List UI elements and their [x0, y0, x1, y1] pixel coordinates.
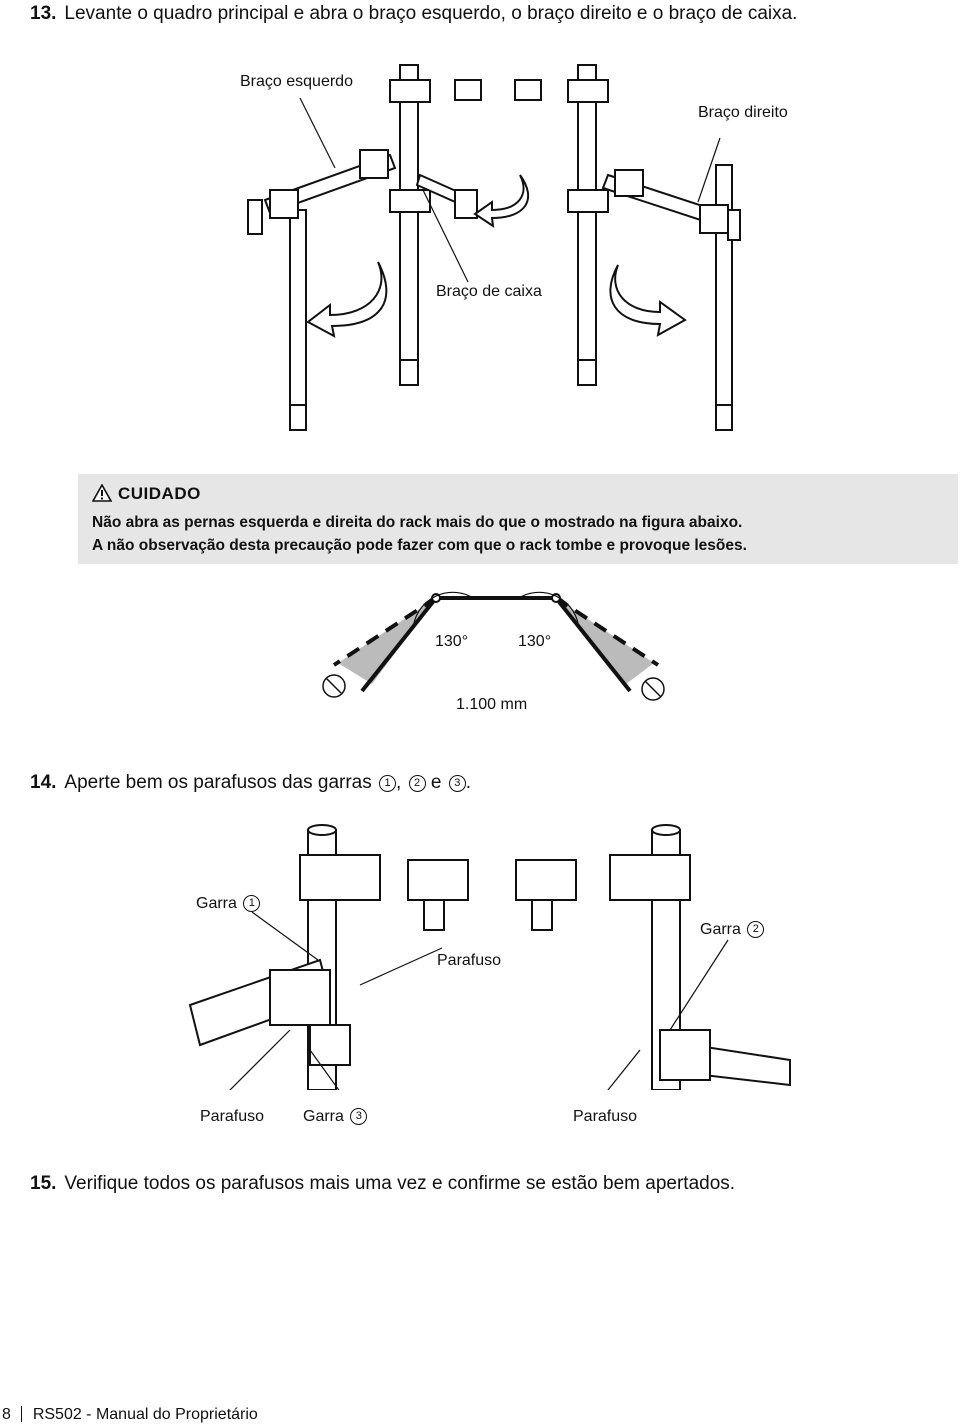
label-parafuso-right: Parafuso: [573, 1108, 638, 1125]
garra-text: Garra: [700, 921, 741, 938]
clamp-number-1: 1: [243, 895, 261, 912]
label-garra-3: Garra 3: [303, 1108, 368, 1126]
clamp-tightening-illustration: [188, 824, 791, 1090]
label-parafuso-left: Parafuso: [200, 1108, 265, 1125]
distance-label: 1.100 mm: [456, 696, 528, 713]
step-number: 15.: [30, 1173, 57, 1194]
separator: ,: [396, 772, 402, 793]
angle-left-label: 130°: [435, 633, 469, 650]
caution-line-2: A não observação desta precaução pode fa…: [92, 537, 747, 554]
prohibited-icon: [322, 674, 665, 701]
step-13: 13. Levante o quadro principal e abra o b…: [30, 3, 797, 25]
page-footer: 8 RS502 - Manual do Proprietário: [2, 1406, 258, 1424]
leg-angle-diagram: [322, 591, 665, 701]
rack-arms-illustration: [247, 64, 741, 431]
label-garra-2: Garra 2: [700, 921, 765, 939]
garra-text: Garra: [196, 895, 237, 912]
step-number: 14.: [30, 772, 57, 793]
step-text: Aperte bem os parafusos das garras: [64, 772, 372, 793]
label-garra-1: Garra 1: [196, 895, 261, 913]
page-number: 8: [2, 1406, 11, 1423]
step-text: Levante o quadro principal e abra o braç…: [64, 3, 798, 24]
caution-heading: CUIDADO: [91, 483, 201, 504]
label-right-arm: Braço direito: [698, 104, 788, 121]
label-left-arm: Braço esquerdo: [240, 73, 353, 90]
caution-box: CUIDADO Não abra as pernas esquerda e di…: [78, 474, 958, 564]
label-parafuso-top: Parafuso: [437, 952, 502, 969]
period: .: [465, 772, 472, 793]
caution-title: CUIDADO: [118, 484, 201, 503]
conjunction: e: [430, 772, 442, 793]
footer-divider: [21, 1406, 23, 1422]
garra-text: Garra: [303, 1108, 344, 1125]
step-number: 13.: [30, 3, 57, 24]
manual-title: RS502 - Manual do Proprietário: [32, 1406, 258, 1423]
clamp-number-3: 3: [350, 1108, 368, 1125]
step-14: 14. Aperte bem os parafusos das garras 1,…: [30, 772, 471, 794]
angle-right-label: 130°: [518, 633, 552, 650]
clamp-number-2: 2: [408, 775, 426, 792]
warning-icon: [91, 483, 113, 502]
clamp-number-2: 2: [747, 921, 765, 938]
step-text: Verifique todos os parafusos mais uma ve…: [64, 1173, 736, 1194]
step-15: 15. Verifique todos os parafusos mais uma…: [30, 1173, 735, 1195]
clamp-number-3: 3: [448, 775, 466, 792]
label-snare-arm: Braço de caixa: [436, 283, 542, 300]
caution-line-1: Não abra as pernas esquerda e direita do…: [92, 514, 743, 531]
clamp-number-1: 1: [379, 775, 397, 792]
